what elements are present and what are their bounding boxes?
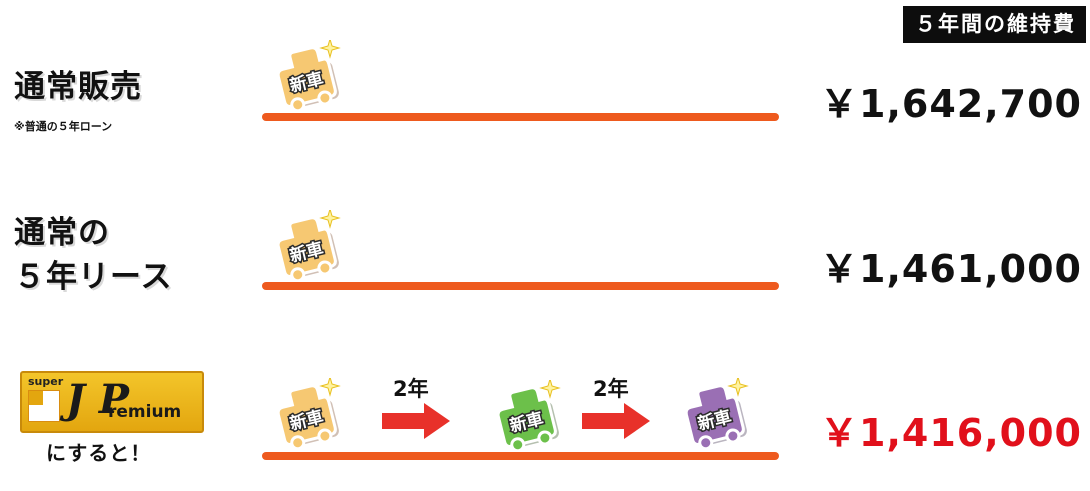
interval-label: 2年 — [593, 377, 629, 401]
logo-caption: にすると！ — [46, 441, 152, 465]
new-car-icon: 新車 — [276, 40, 341, 112]
logo-premium-text: remium — [108, 402, 182, 422]
logo-super-text: super — [28, 375, 64, 388]
logo-square-icon — [28, 390, 60, 422]
interval-label: 2年 — [393, 377, 429, 401]
super-jp-premium-logo: super J P remium — [20, 371, 204, 433]
row-normal-lease-title-line1: 通常の — [14, 215, 110, 251]
price-normal-sale: ￥1,642,700 — [820, 82, 1082, 126]
new-car-icon: 新車 — [684, 378, 749, 450]
sparkle-icon — [319, 378, 341, 397]
price-jp-premium: ￥1,416,000 — [820, 411, 1082, 455]
header-badge: ５年間の維持費 — [903, 6, 1086, 43]
logo-jp-text: J P — [66, 376, 129, 423]
row-normal-sale-title: 通常販売 — [14, 69, 142, 105]
timeline-normal-sale — [262, 113, 779, 121]
new-car-icon: 新車 — [276, 210, 341, 282]
new-car-icon: 新車 — [496, 380, 561, 452]
sparkle-icon — [727, 378, 749, 397]
price-normal-lease: ￥1,461,000 — [820, 247, 1082, 291]
timeline-normal-lease — [262, 282, 779, 290]
sparkle-icon — [319, 40, 341, 59]
new-car-icon: 新車 — [276, 378, 341, 450]
row-normal-sale-note: ※普通の５年ローン — [14, 120, 113, 133]
right-arrow-icon — [582, 403, 650, 439]
sparkle-icon — [539, 380, 561, 399]
timeline-jp-premium — [262, 452, 779, 460]
sparkle-icon — [319, 210, 341, 229]
row-normal-lease-title-line2: ５年リース — [14, 259, 173, 295]
right-arrow-icon — [382, 403, 450, 439]
